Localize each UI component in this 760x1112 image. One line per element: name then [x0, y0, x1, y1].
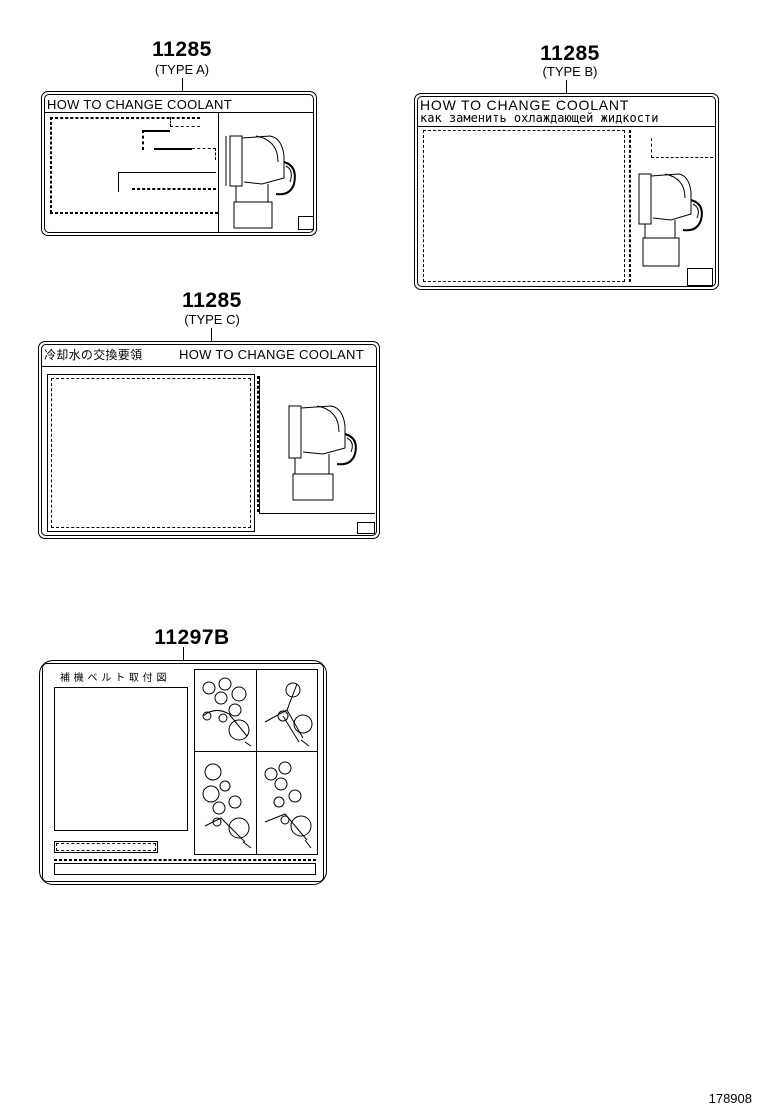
- text-line: [118, 172, 216, 192]
- text-line: [651, 138, 713, 158]
- text-area: [423, 130, 625, 282]
- leader-line-a: [182, 78, 183, 92]
- part-number-d: 11297B: [154, 626, 230, 649]
- leader-line-d: [183, 647, 184, 661]
- figure-id: 178908: [708, 1091, 752, 1106]
- corner-box: [357, 522, 375, 534]
- label-c-title: HOW TO CHANGE COOLANT: [179, 347, 364, 362]
- type-c-caption: (TYPE C): [184, 312, 240, 327]
- label-a-title: HOW TO CHANGE COOLANT: [47, 97, 232, 112]
- leader-line-b: [566, 80, 567, 94]
- text-line: [54, 859, 316, 861]
- label-d-title-japanese: 補 機 ベ ル ト 取 付 図: [60, 673, 167, 684]
- label-c-title-rule: [41, 366, 377, 367]
- part-number-a: 11285: [152, 38, 212, 61]
- divider: [257, 376, 259, 512]
- text-line-box: [54, 841, 158, 853]
- text-line: [56, 843, 156, 851]
- text-line: [142, 130, 144, 150]
- belt-diagram-grid: [194, 669, 318, 855]
- label-a-divider: [218, 112, 219, 232]
- belt-routing-diagram: [264, 682, 313, 747]
- text-line: [170, 117, 200, 127]
- corner-box: [687, 268, 713, 286]
- label-b-title-rule: [417, 126, 716, 127]
- engine-illustration: [225, 135, 296, 229]
- part-number-b: 11285: [540, 42, 600, 65]
- label-11297b: 補 機 ベ ル ト 取 付 図: [39, 660, 327, 885]
- belt-routing-diagram: [202, 677, 252, 747]
- text-area: [47, 374, 255, 532]
- divider: [629, 130, 631, 282]
- label-type-a: HOW TO CHANGE COOLANT: [41, 91, 317, 236]
- leader-line-c: [211, 328, 212, 342]
- illustration-frame: [259, 376, 375, 514]
- text-line: [50, 117, 52, 213]
- corner-box: [298, 216, 314, 230]
- text-line: [132, 188, 216, 190]
- engine-illustration: [638, 173, 703, 267]
- label-b-title: HOW TO CHANGE COOLANT: [420, 97, 630, 113]
- type-a-caption: (TYPE A): [154, 62, 210, 77]
- label-a-title-rule: [44, 112, 314, 113]
- text-line: [50, 117, 200, 119]
- text-line: [142, 130, 170, 132]
- text-line-box: [54, 863, 316, 875]
- text-area: [54, 687, 188, 831]
- text-area-inner: [51, 378, 251, 528]
- label-c-title-japanese: 冷却水の交換要領: [44, 348, 143, 362]
- label-type-b: HOW TO CHANGE COOLANT как заменить охлаж…: [414, 93, 719, 290]
- text-line: [50, 212, 218, 214]
- part-number-c: 11285: [182, 289, 242, 312]
- text-line: [192, 148, 216, 160]
- text-line: [154, 148, 192, 150]
- grid-divider: [194, 751, 318, 752]
- label-type-c: 冷却水の交換要領 HOW TO CHANGE COOLANT: [38, 341, 380, 539]
- label-b-title-russian: как заменить охлаждающей жидкости: [420, 111, 659, 125]
- type-b-caption: (TYPE B): [542, 64, 598, 79]
- belt-routing-diagram: [202, 763, 252, 849]
- belt-routing-diagram: [264, 761, 312, 849]
- engine-illustration: [288, 405, 357, 501]
- grid-divider: [256, 669, 257, 855]
